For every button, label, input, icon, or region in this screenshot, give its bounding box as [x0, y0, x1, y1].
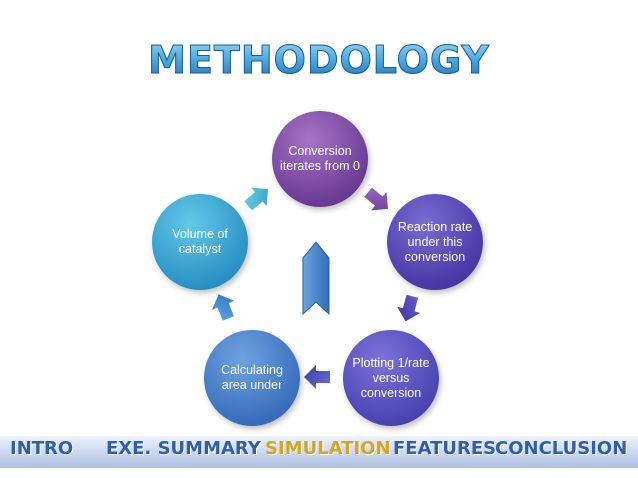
center-chevron-icon — [302, 241, 330, 316]
node-conversion: Conversion iterates from 0 — [272, 111, 368, 207]
arrow-icon — [397, 294, 421, 322]
node-plotting: Plotting 1/rate versus conversion — [343, 330, 439, 426]
node-label: Volume of catalyst — [172, 227, 228, 256]
node-label: Calculating area under — [221, 363, 283, 392]
nav-simulation-link[interactable]: SIMULATION — [265, 438, 391, 459]
nav-conclusion-link[interactable]: CONCLUSION — [495, 438, 628, 459]
arrow-icon — [212, 294, 235, 321]
nav-bar — [0, 436, 638, 468]
page-title: METHODOLOGY — [0, 38, 638, 83]
node-label: Reaction rate under this conversion — [397, 219, 473, 264]
node-reaction-rate: Reaction rate under this conversion — [387, 194, 483, 290]
node-volume-catalyst: Volume of catalyst — [152, 194, 248, 290]
node-label: Conversion iterates from 0 — [280, 144, 360, 173]
node-label: Plotting 1/rate versus conversion — [352, 355, 430, 400]
arrow-icon — [364, 187, 389, 211]
node-calculating-area: Calculating area under — [204, 330, 300, 426]
nav-exe-summary-link[interactable]: EXE. SUMMARY — [106, 438, 261, 459]
arrow-icon — [244, 187, 269, 211]
nav-intro-link[interactable]: INTRO — [10, 438, 74, 459]
nav-features-link[interactable]: FEATURES — [393, 438, 497, 459]
arrow-icon — [304, 365, 330, 389]
